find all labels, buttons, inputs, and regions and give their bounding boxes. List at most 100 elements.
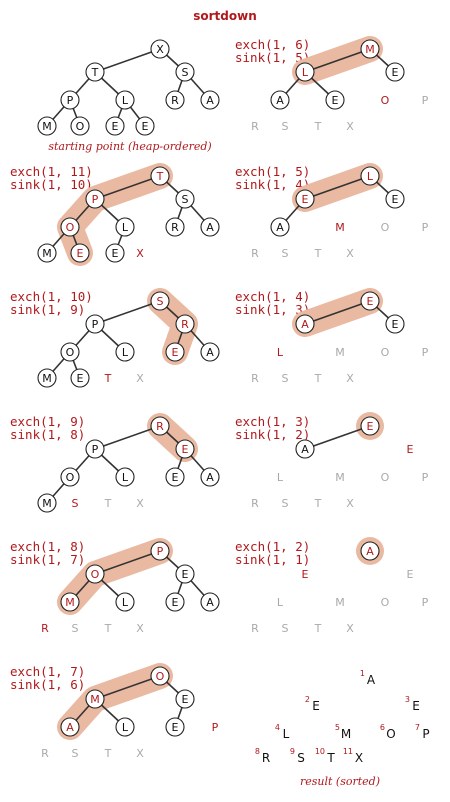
heap-node [295,314,315,334]
sorted-key: O [381,471,390,484]
tree-edge [94,48,161,73]
sorted-key: P [422,94,429,107]
heap-node [70,116,90,136]
operation-label: exch(1, 9) [10,414,85,429]
sorted-key: P [422,596,429,609]
operation-label: sink(1, 6) [10,677,85,692]
heap-node [360,166,380,186]
sorted-key: X [136,247,144,260]
heap-node-label: L [122,471,129,484]
sorted-key: P [422,727,429,741]
diagram-title: sortdown [193,9,257,23]
sorted-key: O [381,221,390,234]
sorted-key: R [251,247,259,260]
sorted-index: 10 [315,747,325,756]
sorted-key: T [314,120,322,133]
sorted-index: 9 [290,747,295,756]
sorted-key: R [251,372,259,385]
sorted-key: S [282,497,289,510]
sorted-key: M [341,727,351,741]
heap-node-label: A [206,346,214,359]
heap-node [270,217,290,237]
heap-node-label: E [182,568,189,581]
heap-node [175,314,195,334]
heap-node [385,62,405,82]
heap-node [37,493,57,513]
operation-label: sink(1, 3) [235,302,310,317]
sorted-key: M [335,221,345,234]
operation-label: sink(1, 5) [235,50,310,65]
heap-node-label: E [392,66,399,79]
sorted-key: R [41,747,49,760]
heap-node [115,217,135,237]
heap-node-label: E [172,721,179,734]
heap-node-label: E [172,346,179,359]
heap-node [295,439,315,459]
operation-label: exch(1, 6) [235,37,310,52]
operation-label: sink(1, 9) [10,302,85,317]
panel-caption: result (sorted) [300,775,380,788]
operation-label: sink(1, 10) [10,177,93,192]
sorted-key: T [104,747,112,760]
sorted-index: 2 [305,695,310,704]
operation-label: sink(1, 2) [235,427,310,442]
heap-node-label: A [206,596,214,609]
heap-node [295,62,315,82]
heap-node-label: R [171,221,179,234]
heap-node [295,189,315,209]
heap-node [105,243,125,263]
heap-node [165,90,185,110]
operation-label: exch(1, 2) [235,539,310,554]
heap-node-label: A [276,94,284,107]
heap-node-label: M [42,372,52,385]
sorted-key: S [297,751,305,765]
sorted-key: X [346,497,354,510]
heap-node-label: E [302,193,309,206]
heap-node [385,314,405,334]
sorted-key: E [412,699,420,713]
heap-node-label: P [67,94,74,107]
heap-node-label: M [65,596,75,609]
operation-label: sink(1, 1) [235,552,310,567]
heap-node-label: A [366,545,374,558]
operation-label: sink(1, 8) [10,427,85,442]
heap-node-label: P [92,443,99,456]
sorted-key: X [136,622,144,635]
heap-node-label: M [42,497,52,510]
sorted-key: R [262,751,270,765]
tree-edge [94,425,161,450]
heap-node-label: L [122,596,129,609]
sorted-key: X [346,120,354,133]
operation-label: exch(1, 10) [10,289,93,304]
sorted-index: 4 [275,723,280,732]
heap-node [115,717,135,737]
sorted-key: T [104,622,112,635]
sorted-key: T [104,372,112,385]
heap-node [37,368,57,388]
sorted-key: S [282,247,289,260]
heap-node-label: T [156,170,164,183]
heap-node [165,467,185,487]
tree-edge [304,425,371,450]
heap-node-label: A [276,221,284,234]
heap-node [115,467,135,487]
sorted-index: 8 [255,747,260,756]
sorted-key: R [251,622,259,635]
sorted-key: T [314,247,322,260]
sorted-key: P [422,346,429,359]
heap-node-label: M [365,43,375,56]
sorted-key: L [283,727,290,741]
heap-node [70,243,90,263]
heap-node [200,342,220,362]
operation-label: exch(1, 8) [10,539,85,554]
heap-node [360,291,380,311]
heap-node-label: E [392,193,399,206]
heap-node-label: A [206,221,214,234]
sorted-key: S [72,497,79,510]
sorted-key: T [326,751,335,765]
